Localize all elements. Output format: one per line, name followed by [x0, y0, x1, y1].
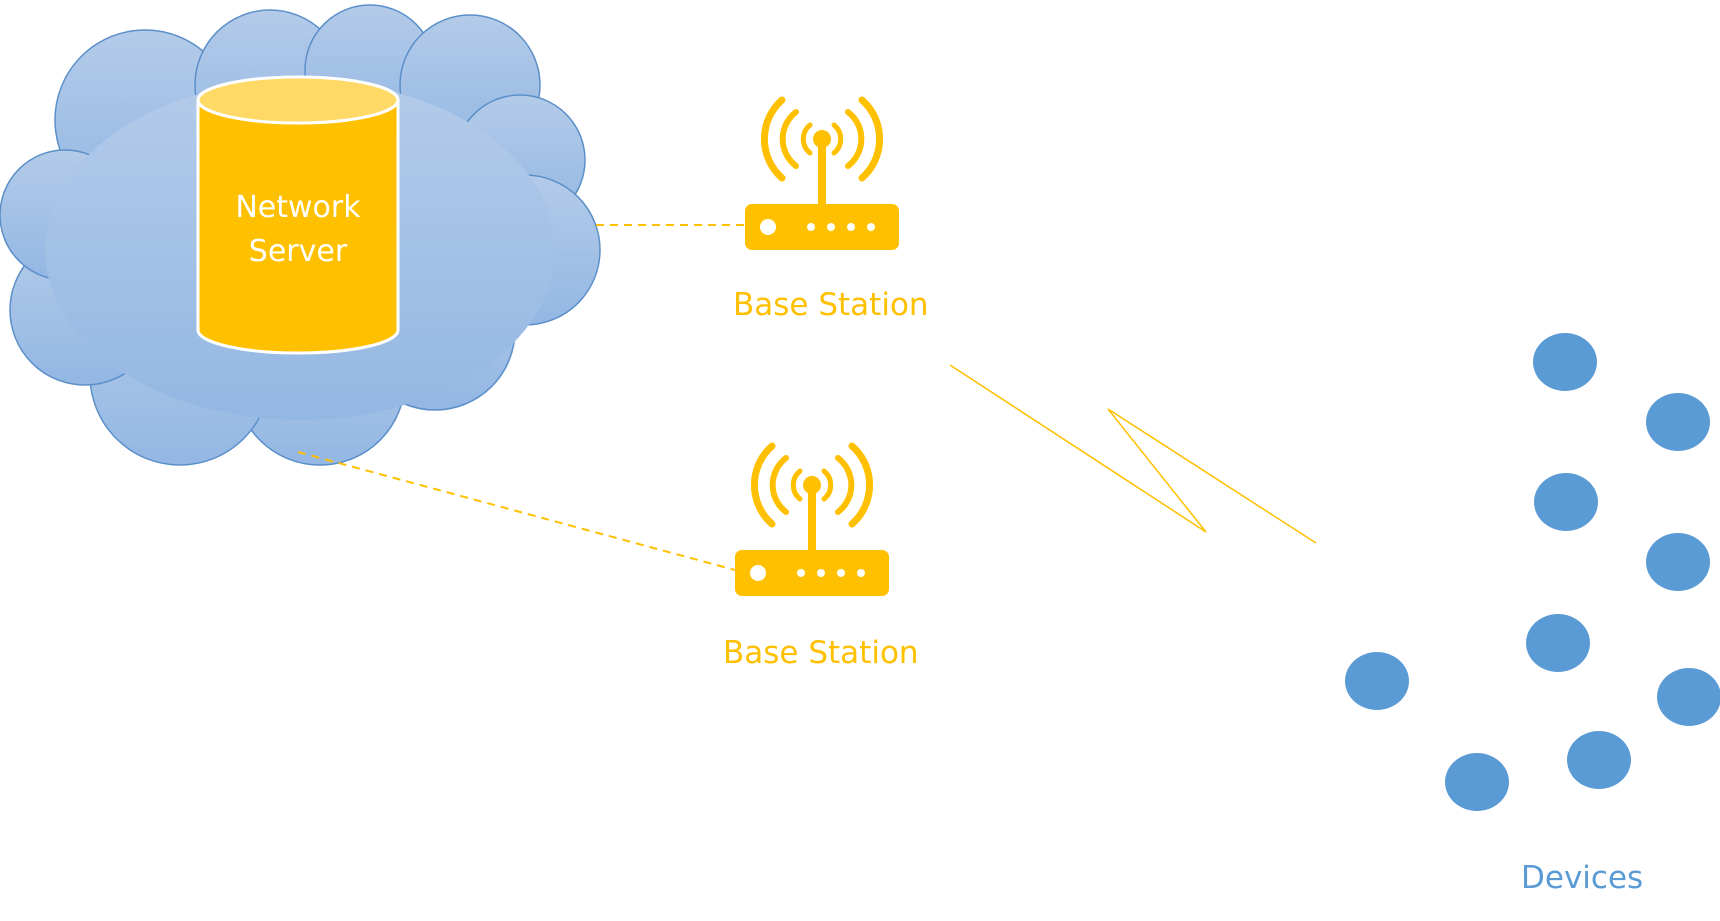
device-icon	[1533, 333, 1597, 391]
database-cylinder-icon	[196, 75, 400, 355]
server-label-line2: Server	[248, 234, 348, 269]
device-group	[1345, 333, 1720, 811]
server-label: Network Server	[198, 186, 398, 274]
device-icon	[1567, 731, 1631, 789]
device-icon	[1445, 753, 1509, 811]
base-station-label-1: Base Station	[733, 287, 929, 323]
devices-label: Devices	[1521, 860, 1644, 896]
device-icon	[1646, 533, 1710, 591]
server-label-line1: Network	[235, 190, 361, 225]
lightning-link-icon	[949, 364, 1317, 544]
base-station-label-2: Base Station	[723, 635, 919, 671]
device-icon	[1646, 393, 1710, 451]
wireless-router-icon	[745, 96, 899, 250]
device-icon	[1345, 652, 1409, 710]
wireless-router-icon	[735, 442, 889, 596]
device-icon	[1534, 473, 1598, 531]
device-icon	[1657, 668, 1720, 726]
dashed-link-2	[297, 451, 736, 571]
device-icon	[1526, 614, 1590, 672]
